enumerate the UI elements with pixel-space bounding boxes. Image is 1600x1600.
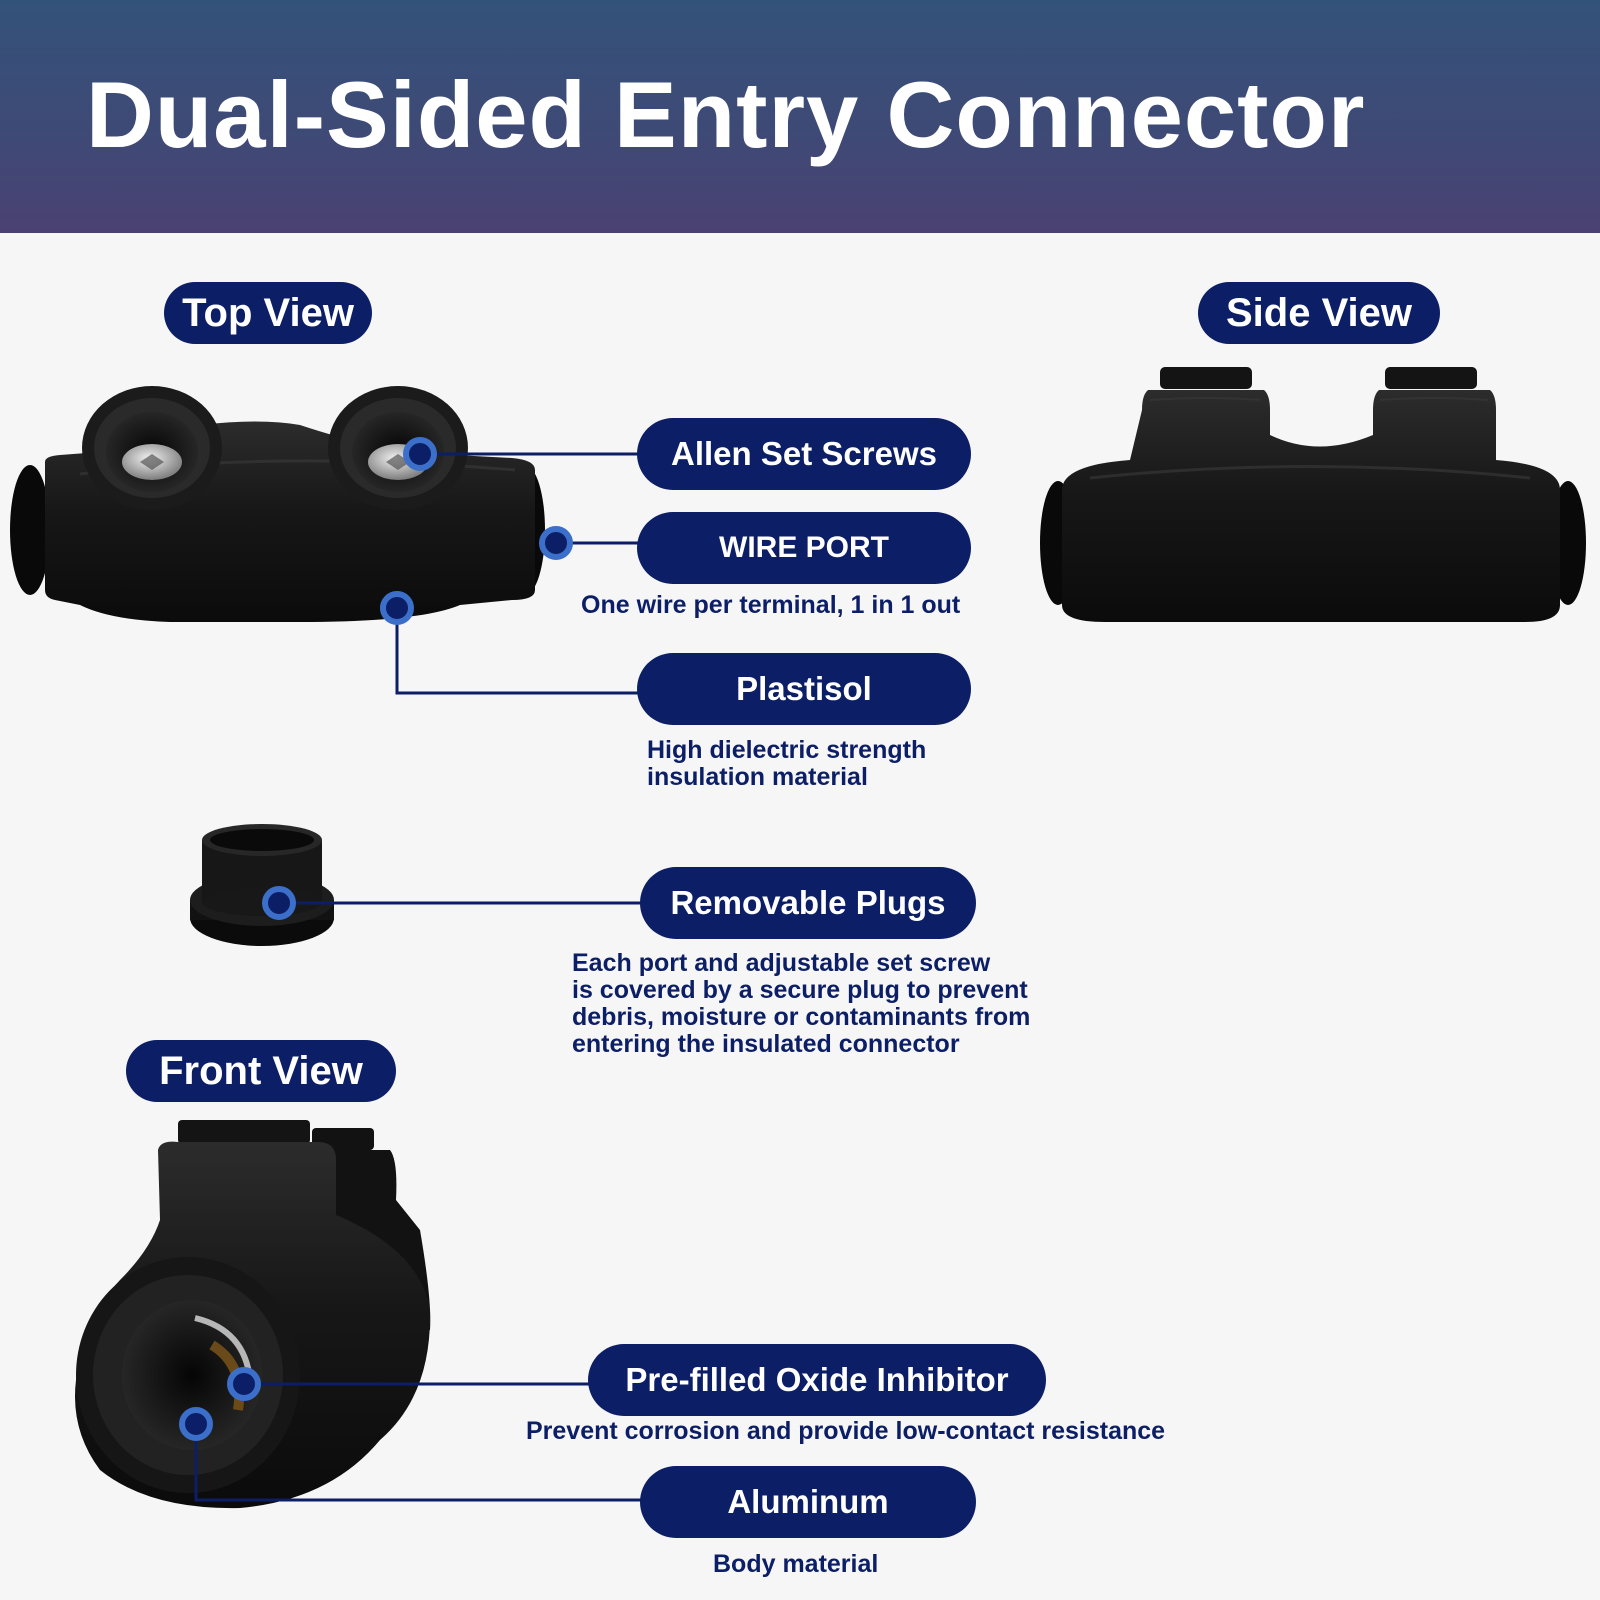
side-view-label: Side View xyxy=(1198,282,1440,344)
header-banner: Dual-Sided Entry Connector xyxy=(0,0,1600,233)
front-view-label: Front View xyxy=(126,1040,396,1102)
aluminum-callout-line xyxy=(194,1424,642,1502)
wire-port-description: One wire per terminal, 1 in 1 out xyxy=(581,591,961,619)
plugs-marker xyxy=(262,886,296,920)
plastisol-description: High dielectric strength insulation mate… xyxy=(647,736,927,791)
plastisol-marker xyxy=(380,591,414,625)
allen-marker xyxy=(403,437,437,471)
oxide-inhibitor-description: Prevent corrosion and provide low-contac… xyxy=(526,1417,1166,1445)
aluminum-description: Body material xyxy=(713,1550,879,1578)
wire-port-label: WIRE PORT xyxy=(637,512,971,584)
page-title: Dual-Sided Entry Connector xyxy=(86,62,1366,167)
removable-plug xyxy=(190,824,334,946)
callout-lines xyxy=(194,452,642,1502)
allen-set-screws-label: Allen Set Screws xyxy=(637,418,971,490)
wire-port-marker xyxy=(539,526,573,560)
callout-markers xyxy=(179,437,573,1441)
plastisol-callout-line xyxy=(395,608,640,695)
plastisol-label: Plastisol xyxy=(637,653,971,725)
removable-plugs-description: Each port and adjustable set screw is co… xyxy=(572,949,1031,1058)
oxide-inhibitor-label: Pre-filled Oxide Inhibitor xyxy=(588,1344,1046,1416)
aluminum-label: Aluminum xyxy=(640,1466,976,1538)
removable-plugs-label: Removable Plugs xyxy=(640,867,976,939)
top-view-label: Top View xyxy=(164,282,372,344)
top-view-connector xyxy=(10,386,545,622)
aluminum-marker xyxy=(179,1407,213,1441)
front-view-connector xyxy=(75,1120,431,1509)
oxide-marker xyxy=(227,1367,261,1401)
side-view-connector xyxy=(1040,367,1586,622)
